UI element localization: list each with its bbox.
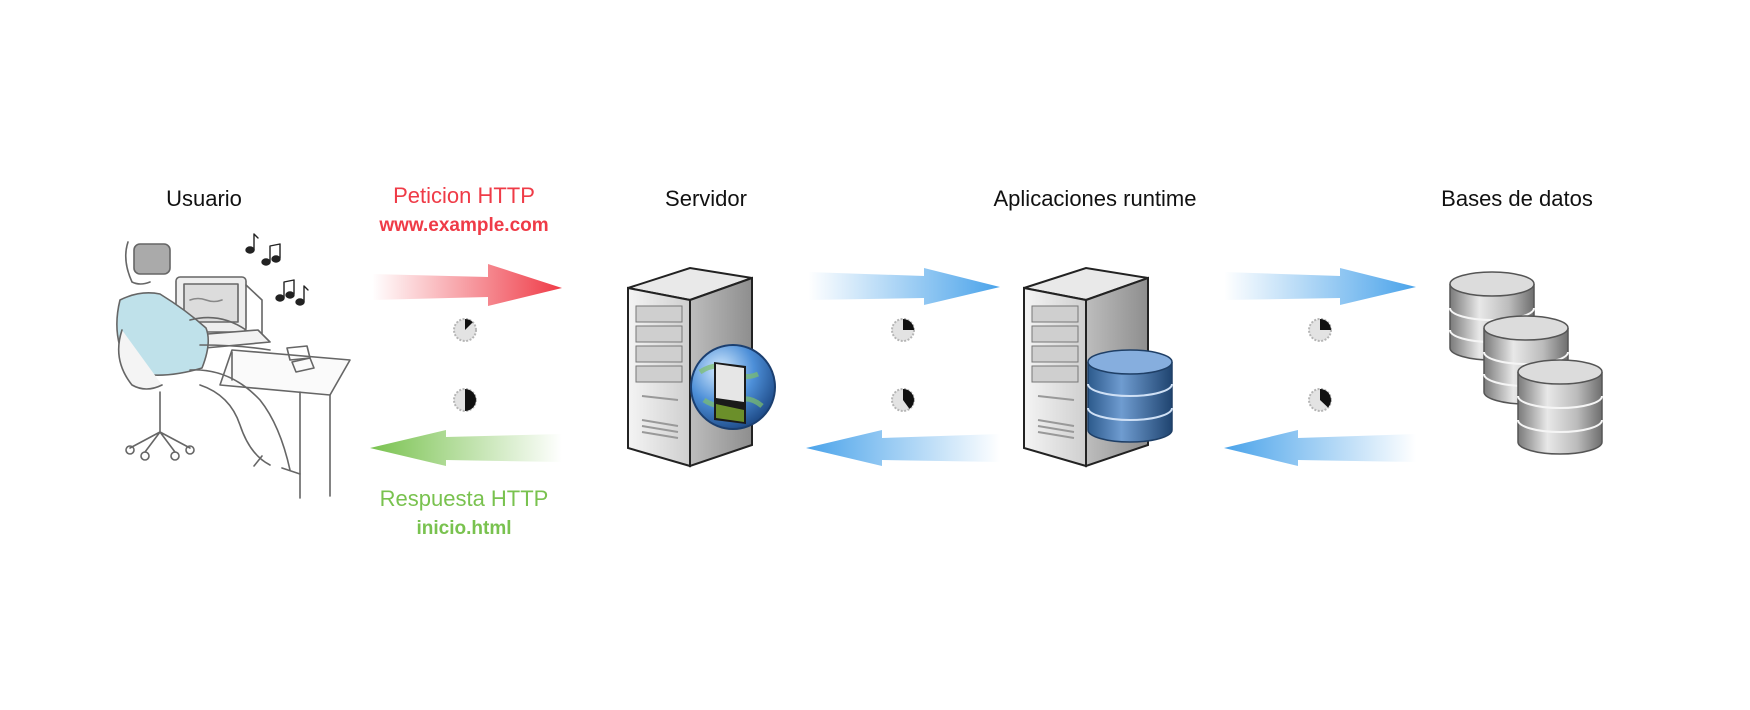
- web-server-icon: [627, 266, 776, 468]
- user-label: Usuario: [166, 186, 242, 211]
- timer-request: [453, 318, 477, 342]
- server-to-runtime-arrow: [808, 268, 1000, 305]
- runtime-label: Aplicaciones runtime: [993, 186, 1197, 211]
- databases-label: Bases de datos: [1441, 186, 1593, 211]
- timer-server-runtime-bottom: [891, 388, 915, 412]
- response-title: Respuesta HTTP: [379, 486, 549, 511]
- request-title: Peticion HTTP: [393, 183, 535, 208]
- timer-runtime-db-bottom: [1308, 388, 1332, 412]
- user-at-computer-illustration: [116, 233, 351, 499]
- timers: [453, 318, 1332, 412]
- runtime-to-db-arrow: [1224, 268, 1416, 305]
- response-arrow: [370, 430, 562, 466]
- runtime-to-server-arrow: [806, 430, 1000, 466]
- server-label: Servidor: [665, 186, 747, 211]
- request-arrow: [372, 264, 562, 306]
- response-file: inicio.html: [416, 518, 512, 539]
- database-cylinder-3: [1517, 359, 1603, 455]
- db-to-runtime-arrow: [1224, 430, 1416, 466]
- timer-runtime-db-top: [1308, 318, 1332, 342]
- databases-icon: [1449, 271, 1603, 455]
- application-server-icon: [1023, 266, 1173, 468]
- timer-response: [453, 388, 477, 412]
- timer-server-runtime-top: [891, 318, 915, 342]
- request-url: www.example.com: [379, 215, 549, 236]
- database-icon: [1087, 349, 1173, 443]
